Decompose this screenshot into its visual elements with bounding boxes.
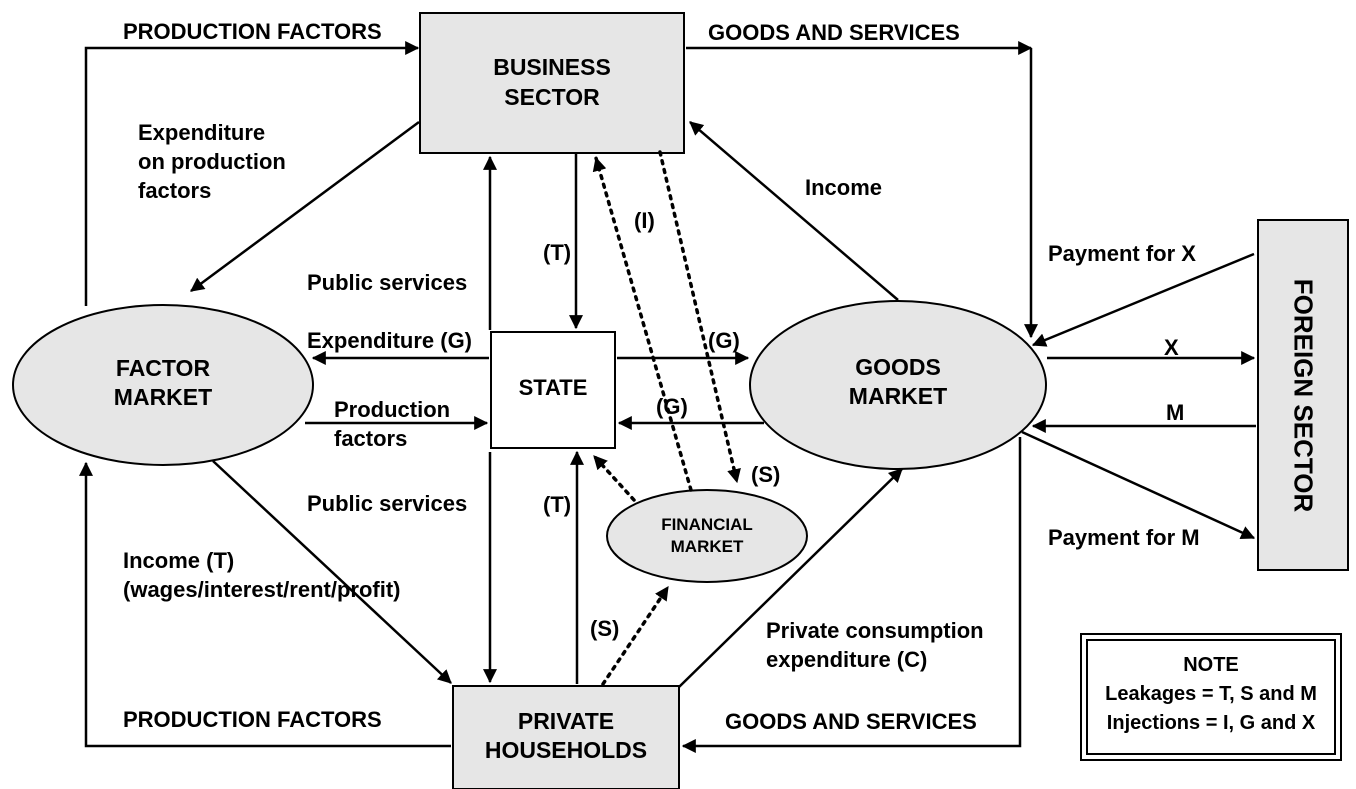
goods-market-line2: MARKET [848, 383, 948, 409]
arrow-s-lower-dotted [601, 585, 670, 686]
label-income-t-line2: (wages/interest/rent/profit) [123, 577, 401, 602]
note-inner-border: NOTE Leakages = T, S and M Injections = … [1086, 639, 1336, 755]
label-g-left: (G) [656, 394, 688, 419]
label-income-goods: Income [805, 175, 883, 200]
business-sector-box [419, 12, 685, 154]
factor-market-line2: MARKET [113, 384, 213, 410]
label-private-consumption: Private consumption expenditure (C) [766, 616, 984, 674]
label-expenditure-g: Expenditure (G) [307, 328, 473, 353]
label-expenditure-line1: Expenditure [138, 120, 266, 145]
arrow-income-to-business [689, 121, 899, 301]
factor-market-ellipse [12, 304, 314, 466]
label-production-mid-line2: factors [334, 426, 408, 451]
note-box: NOTE Leakages = T, S and M Injections = … [1080, 633, 1342, 761]
label-payment-for-x: Payment for X [1048, 241, 1196, 266]
business-sector-line1: BUSINESS [493, 54, 611, 80]
label-expenditure-production-factors: Expenditure on production factors [138, 118, 286, 205]
arrow-income-to-households [212, 460, 452, 684]
label-m: M [1166, 400, 1185, 425]
label-expenditure-line2: on production [138, 149, 286, 174]
arrow-s-upper-dotted [658, 150, 741, 484]
state-label: STATE [518, 375, 588, 400]
label-public-services-upper: Public services [307, 270, 468, 295]
factor-market-line1: FACTOR [115, 355, 211, 381]
label-i: (I) [634, 208, 655, 233]
label-production-mid-line1: Production [334, 397, 451, 422]
label-expenditure-line3: factors [138, 178, 212, 203]
goods-market-label: GOODS MARKET [750, 353, 1046, 411]
label-public-services-lower: Public services [307, 491, 468, 516]
label-private-consumption-line1: Private consumption [766, 618, 984, 643]
arrow-payment-for-m [1021, 430, 1256, 540]
label-g-right: (G) [708, 328, 740, 353]
business-sector-line2: SECTOR [504, 84, 600, 110]
arrow-expenditure-production-factors [190, 120, 420, 293]
financial-market-line1: FINANCIAL [661, 515, 753, 534]
arrow-financial-to-state-dotted [592, 454, 636, 502]
label-production-factors-bottom: PRODUCTION FACTORS [123, 707, 382, 732]
financial-market-ellipse [606, 489, 808, 583]
label-production-factors-top: PRODUCTION FACTORS [123, 19, 382, 44]
arrow-payment-for-x [1031, 252, 1255, 347]
private-households-label: PRIVATE HOUSEHOLDS [453, 707, 679, 765]
label-production-factors-mid: Production factors [334, 395, 464, 453]
arrow-goods-services-bottom [681, 437, 1022, 753]
note-title: NOTE [1183, 654, 1239, 676]
foreign-sector-box [1257, 219, 1349, 571]
goods-market-line1: GOODS [855, 354, 941, 380]
foreign-sector-label-wrap: FOREIGN SECTOR [1258, 220, 1348, 570]
label-private-consumption-line2: expenditure (C) [766, 647, 928, 672]
label-payment-for-m: Payment for M [1048, 525, 1200, 550]
private-households-line2: HOUSEHOLDS [484, 737, 648, 763]
note-injections: Injections = I, G and X [1106, 712, 1316, 734]
foreign-sector-label: FOREIGN SECTOR [1288, 278, 1319, 512]
arrow-private-consumption [678, 468, 903, 688]
label-s-upper: (S) [751, 462, 781, 487]
factor-market-label: FACTOR MARKET [13, 354, 313, 412]
label-income-t: Income (T) (wages/interest/rent/profit) [123, 546, 400, 604]
label-x: X [1164, 335, 1179, 360]
label-goods-services-bottom: GOODS AND SERVICES [725, 709, 977, 734]
label-s-lower: (S) [590, 616, 620, 641]
private-households-box [452, 685, 680, 789]
label-income-t-line1: Income (T) [123, 548, 235, 573]
private-households-line1: PRIVATE [517, 708, 615, 734]
arrow-i-dotted [592, 156, 693, 492]
business-sector-label: BUSINESS SECTOR [420, 52, 684, 112]
arrow-production-factors-bottom [79, 461, 451, 748]
label-t-lower: (T) [543, 492, 572, 517]
label-goods-services-top: GOODS AND SERVICES [708, 20, 960, 45]
state-box [490, 331, 616, 449]
arrow-production-factors-top [84, 41, 420, 306]
note-leakages: Leakages = T, S and M [1105, 683, 1317, 705]
financial-market-label: FINANCIAL MARKET [607, 514, 807, 558]
financial-market-line2: MARKET [670, 537, 744, 556]
label-t-upper: (T) [543, 240, 572, 265]
